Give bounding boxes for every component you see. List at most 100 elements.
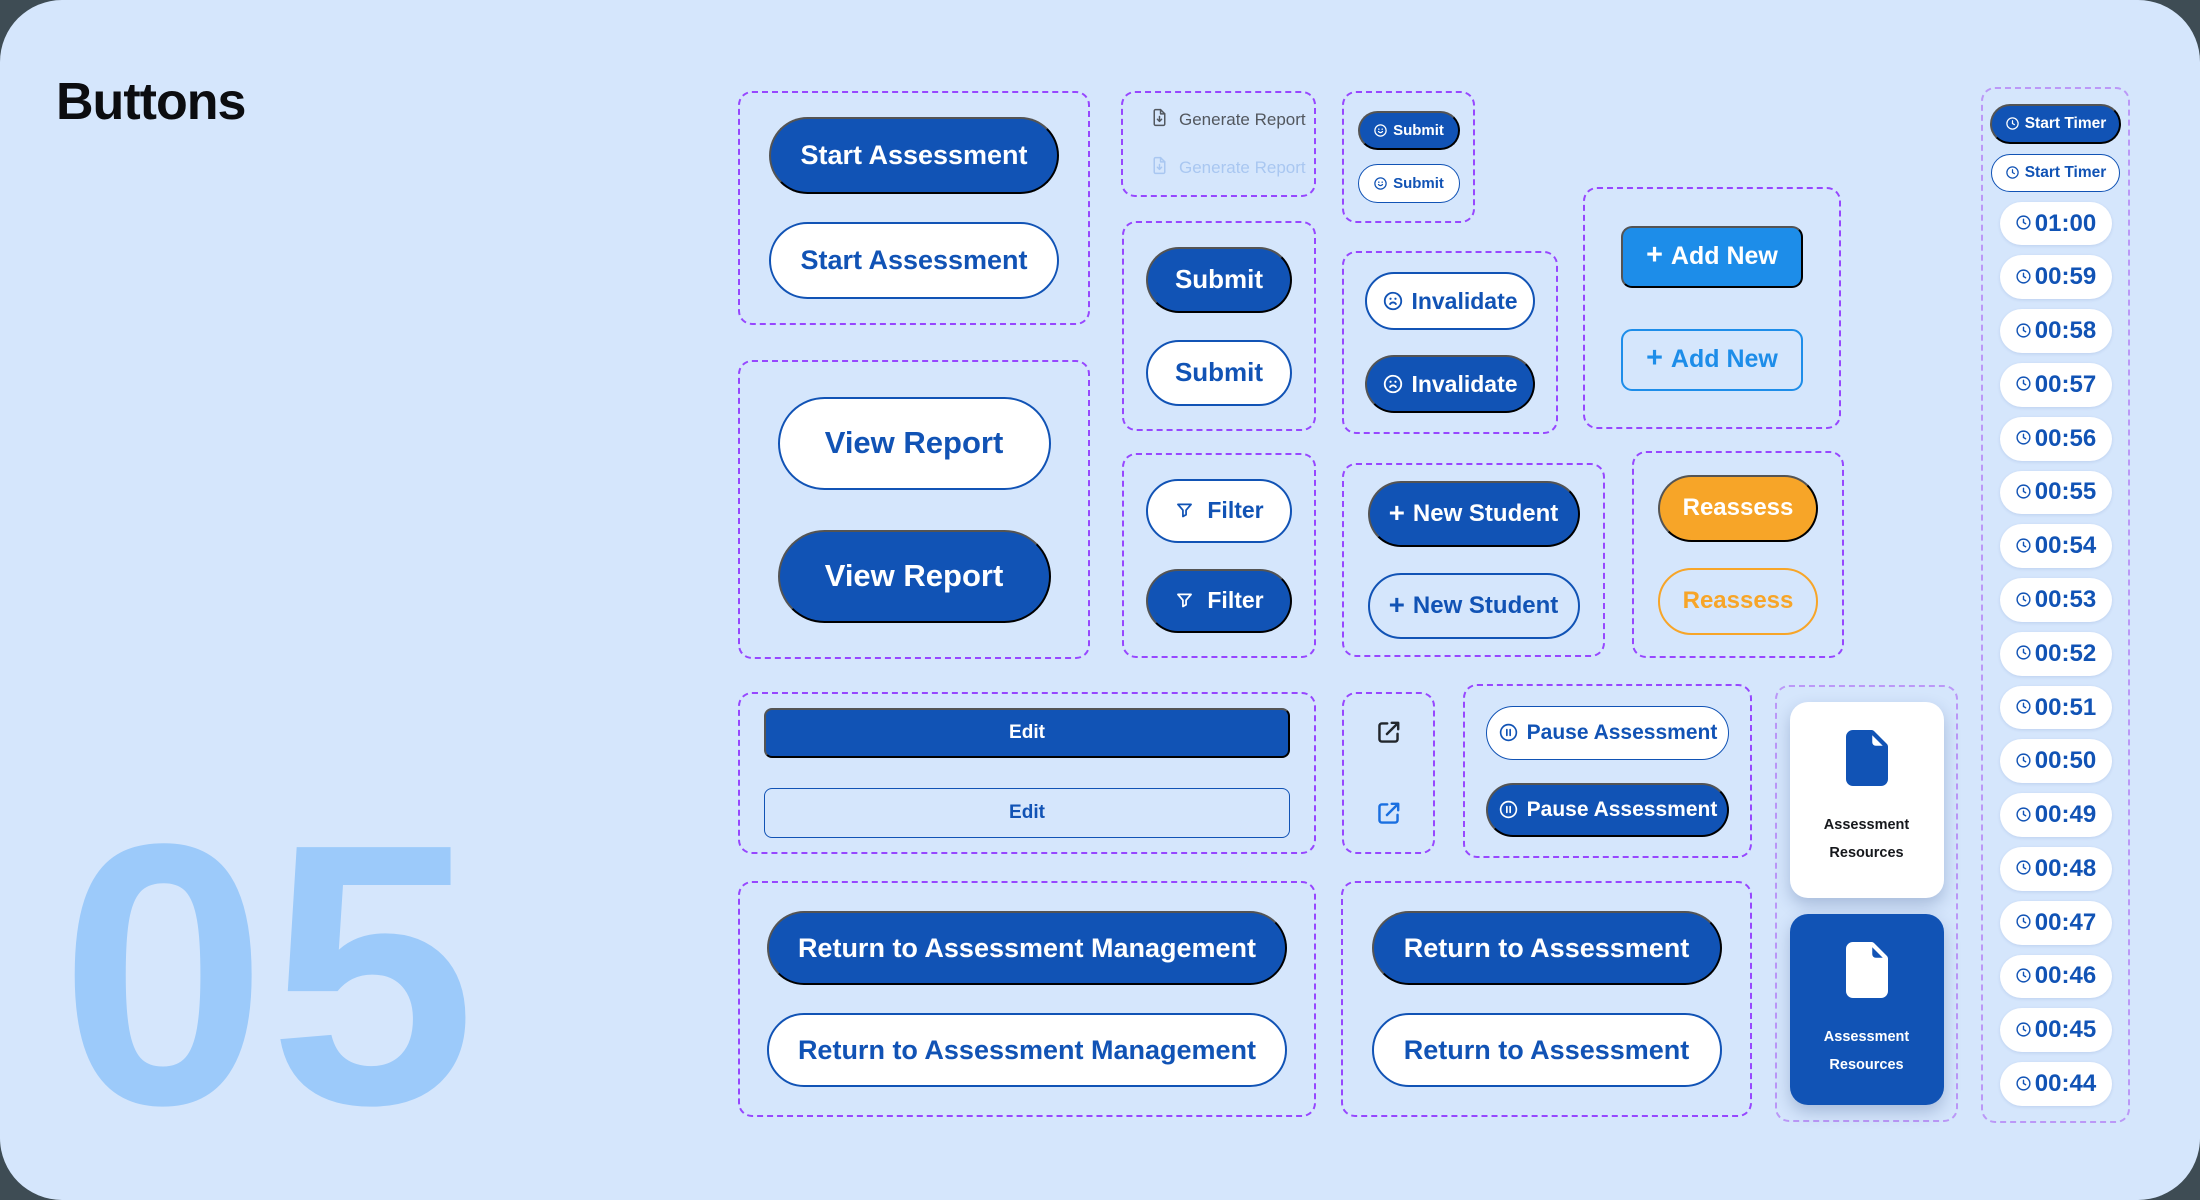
reassess-group: Reassess Reassess <box>1632 451 1844 658</box>
submit-small-button-filled[interactable]: Submit <box>1357 111 1460 150</box>
timer-countdown-value: 00:55 <box>2034 478 2097 506</box>
submit-small-label: Submit <box>1393 122 1444 139</box>
start-assessment-button-outlined[interactable]: Start Assessment <box>769 222 1059 299</box>
clock-icon <box>2015 587 2032 615</box>
submit-button-outlined[interactable]: Submit <box>1146 339 1292 406</box>
clock-icon <box>2015 640 2032 668</box>
pause-assessment-label: Pause Assessment <box>1526 797 1718 821</box>
section-number-watermark: 05 <box>60 766 478 1182</box>
external-link-icon-blue[interactable] <box>1373 798 1404 829</box>
invalidate-label: Invalidate <box>1411 370 1518 397</box>
document-icon <box>1839 942 1895 1003</box>
clock-icon <box>2015 371 2032 399</box>
filter-button-filled[interactable]: Filter <box>1146 568 1292 633</box>
new-student-label: New Student <box>1412 592 1559 619</box>
start-assessment-button-filled[interactable]: Start Assessment <box>769 117 1059 194</box>
generate-report-link[interactable]: Generate Report <box>1149 107 1306 133</box>
clock-icon <box>2015 963 2032 991</box>
clock-icon <box>2015 1071 2032 1099</box>
clock-icon <box>2005 165 2020 180</box>
timer-countdown-value: 00:49 <box>2034 801 2097 829</box>
submit-button-filled[interactable]: Submit <box>1146 246 1292 313</box>
submit-small-label: Submit <box>1393 175 1444 192</box>
assessment-resources-label: Assessment Resources <box>1823 817 1910 862</box>
timer-countdown-value: 00:44 <box>2034 1070 2097 1098</box>
timer-countdown-chip: 00:59 <box>1999 255 2112 300</box>
timer-countdown-chip: 00:49 <box>1999 793 2112 838</box>
timer-countdown-chip: 00:56 <box>1999 416 2112 461</box>
timer-countdown-chip: 00:52 <box>1999 631 2112 676</box>
start-timer-label: Start Timer <box>2024 163 2107 181</box>
clock-icon <box>2015 210 2032 238</box>
funnel-icon <box>1174 590 1195 611</box>
new-student-button-outlined[interactable]: + New Student <box>1367 573 1580 639</box>
submit-group: Submit Submit <box>1122 221 1316 431</box>
invalidate-button-outlined[interactable]: Invalidate <box>1365 272 1535 330</box>
timer-countdown-value: 00:47 <box>2034 908 2097 936</box>
sad-face-icon <box>1382 290 1404 312</box>
filter-group: Filter Filter <box>1122 453 1316 658</box>
edit-button-filled[interactable]: Edit <box>764 708 1290 758</box>
assessment-resources-card-light[interactable]: Assessment Resources <box>1789 702 1944 898</box>
clock-icon <box>2015 855 2032 883</box>
smiley-icon <box>1373 176 1388 191</box>
clock-icon <box>2015 909 2032 937</box>
timer-countdown-chip: 00:55 <box>1999 470 2112 515</box>
reassess-button-filled[interactable]: Reassess <box>1658 474 1818 542</box>
submit-small-button-outlined[interactable]: Submit <box>1357 164 1460 203</box>
file-download-icon <box>1149 107 1170 133</box>
generate-report-link-disabled[interactable]: Generate Report <box>1149 155 1306 181</box>
timer-countdown-chip: 00:44 <box>1999 1062 2112 1106</box>
pause-circle-icon <box>1498 722 1519 743</box>
pause-assessment-label: Pause Assessment <box>1526 720 1718 744</box>
submit-small-group: Submit Submit <box>1342 91 1475 223</box>
return-to-assessment-management-group: Return to Assessment Management Return t… <box>738 881 1316 1117</box>
timer-countdown-chip: 00:53 <box>1999 578 2112 622</box>
pause-assessment-button-filled[interactable]: Pause Assessment <box>1486 782 1729 837</box>
clock-icon <box>2015 479 2032 507</box>
clock-icon <box>2015 425 2032 453</box>
timer-countdown-chip: 00:50 <box>1999 739 2112 784</box>
new-student-button-filled[interactable]: + New Student <box>1367 481 1580 547</box>
pause-assessment-button-outlined[interactable]: Pause Assessment <box>1486 705 1729 760</box>
filter-button-outlined[interactable]: Filter <box>1146 478 1292 543</box>
view-report-button-filled[interactable]: View Report <box>777 529 1051 623</box>
return-to-assessment-button-outlined[interactable]: Return to Assessment <box>1371 1013 1722 1087</box>
assessment-resources-group: Assessment Resources Assessment Resource… <box>1775 685 1958 1122</box>
return-to-assessment-button-filled[interactable]: Return to Assessment <box>1371 911 1722 985</box>
timer-countdown-chip: 00:57 <box>1999 363 2112 407</box>
file-download-icon <box>1149 155 1170 181</box>
clock-icon <box>2015 1017 2032 1045</box>
return-to-assessment-management-button-outlined[interactable]: Return to Assessment Management <box>767 1013 1287 1087</box>
assessment-resources-card-dark[interactable]: Assessment Resources <box>1789 914 1944 1105</box>
timer-countdown-value: 00:48 <box>2034 854 2097 882</box>
start-timer-label: Start Timer <box>2024 114 2107 132</box>
timer-countdown-value: 00:52 <box>2034 639 2097 667</box>
view-report-group: View Report View Report <box>738 360 1090 659</box>
return-to-assessment-management-button-filled[interactable]: Return to Assessment Management <box>767 911 1287 985</box>
timer-countdown-chip: 00:47 <box>1999 900 2112 945</box>
reassess-button-outlined[interactable]: Reassess <box>1658 567 1818 635</box>
pause-circle-icon <box>1498 799 1519 820</box>
new-student-group: + New Student + New Student <box>1342 463 1605 657</box>
add-new-button-outlined[interactable]: + Add New <box>1621 328 1803 391</box>
view-report-button-outlined[interactable]: View Report <box>777 396 1051 490</box>
clock-icon <box>2015 318 2032 346</box>
filter-label: Filter <box>1207 587 1264 613</box>
start-timer-button-filled[interactable]: Start Timer <box>1989 104 2122 144</box>
invalidate-button-filled[interactable]: Invalidate <box>1365 355 1535 413</box>
add-new-button-filled[interactable]: + Add New <box>1621 225 1803 288</box>
timer-countdown-value: 00:50 <box>2034 747 2097 775</box>
edit-button-outlined[interactable]: Edit <box>764 788 1290 838</box>
generate-report-label: Generate Report <box>1179 158 1306 177</box>
assessment-resources-label: Assessment Resources <box>1823 1029 1910 1074</box>
timer-countdown-value: 00:59 <box>2034 263 2097 291</box>
external-link-icon[interactable] <box>1373 717 1404 748</box>
timer-countdown-chip: 01:00 <box>1999 201 2112 246</box>
plus-icon: + <box>1388 589 1405 621</box>
start-timer-button-outlined[interactable]: Start Timer <box>1990 153 2121 192</box>
timer-countdown-value: 01:00 <box>2034 209 2097 237</box>
plus-icon: + <box>1388 497 1405 529</box>
timer-countdown-value: 00:54 <box>2034 532 2097 560</box>
